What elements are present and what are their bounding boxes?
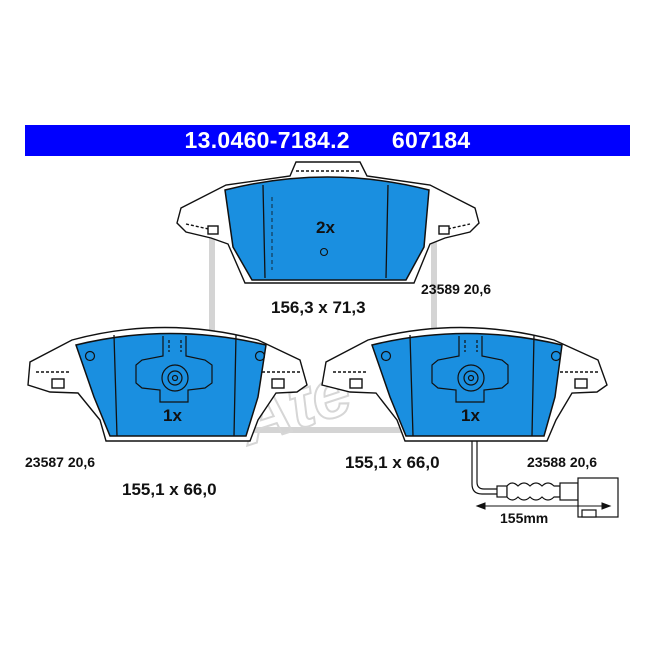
- pad-left-spring-clip: [135, 336, 213, 403]
- sensor-length-dimension: [475, 502, 612, 510]
- wear-sensor-cable: [471, 441, 619, 518]
- pad-top-quantity: 2x: [316, 218, 335, 237]
- pad-top-code: 23589 20,6: [421, 281, 492, 297]
- pad-top-dimensions: 156,3 x 71,3: [271, 298, 366, 317]
- pad-left-code: 23587 20,6: [25, 454, 96, 470]
- pad-right-friction: [371, 332, 563, 437]
- header-banner: 13.0460-7184.2 607184: [25, 125, 630, 156]
- pad-right-spring-clip: [431, 336, 509, 403]
- pad-left-dimensions: 155,1 x 66,0: [122, 480, 217, 499]
- pad-left-friction: [75, 332, 267, 437]
- pad-left-quantity: 1x: [163, 406, 182, 425]
- pad-right-quantity: 1x: [461, 406, 480, 425]
- pad-top-friction: [224, 176, 430, 281]
- part-number: 13.0460-7184.2: [184, 127, 350, 153]
- sensor-length-label: 155mm: [500, 510, 549, 526]
- pad-right-code: 23588 20,6: [527, 454, 598, 470]
- reference-number: 607184: [391, 127, 471, 153]
- pad-right-dimensions: 155,1 x 66,0: [345, 453, 440, 472]
